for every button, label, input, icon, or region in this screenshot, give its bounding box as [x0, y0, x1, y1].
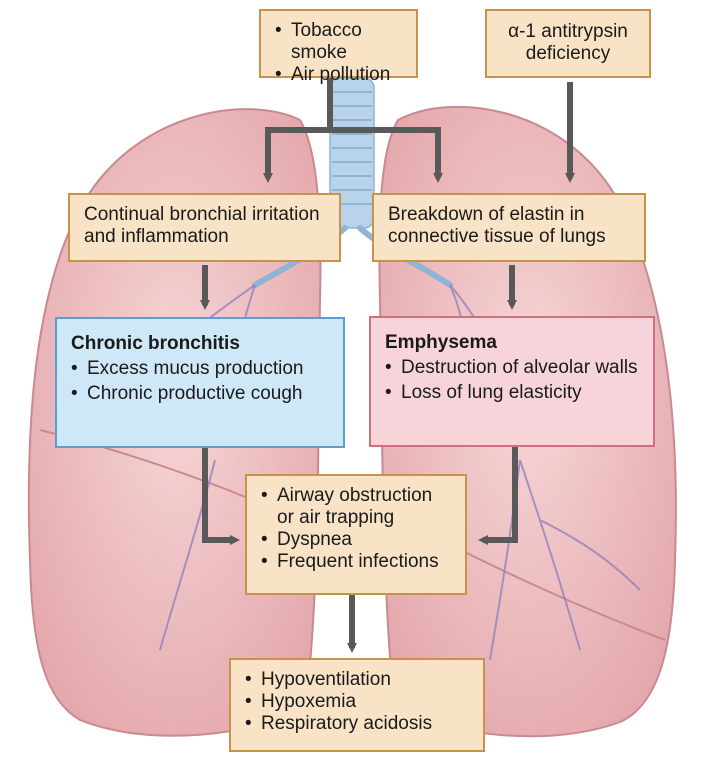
disease-box-chronic-bronchitis: Chronic bronchitis Excess mucus producti…	[55, 317, 345, 448]
cause-box-genetic: α-1 antitrypsin deficiency	[485, 9, 651, 78]
bronchitis-symptom: Chronic productive cough	[71, 383, 329, 405]
effect-item: Dyspnea	[261, 529, 451, 551]
cause-list: Tobacco smoke Air pollution	[275, 20, 402, 86]
effect-item: Airway obstruction or air trapping	[261, 485, 451, 529]
outcomes-list: Hypoventilation Hypoxemia Respiratory ac…	[245, 669, 469, 735]
mechanism-bronchial-label: Continual bronchial irritation and infla…	[84, 204, 320, 247]
bronchitis-symptoms: Excess mucus production Chronic producti…	[71, 358, 329, 405]
effect-item: Frequent infections	[261, 551, 451, 573]
outcome-item: Respiratory acidosis	[245, 713, 469, 735]
outcome-item: Hypoventilation	[245, 669, 469, 691]
cause-box-environmental: Tobacco smoke Air pollution	[259, 9, 418, 78]
mechanism-elastin-label: Breakdown of elastin in connective tissu…	[388, 204, 606, 247]
bronchitis-title: Chronic bronchitis	[71, 333, 329, 355]
genetic-cause-label: α-1 antitrypsin deficiency	[508, 21, 628, 64]
emphysema-symptom: Loss of lung elasticity	[385, 382, 639, 404]
effects-list: Airway obstruction or air trapping Dyspn…	[261, 485, 451, 573]
emphysema-title: Emphysema	[385, 332, 639, 354]
emphysema-symptoms: Destruction of alveolar walls Loss of lu…	[385, 357, 639, 404]
outcome-item: Hypoxemia	[245, 691, 469, 713]
mechanism-box-elastin: Breakdown of elastin in connective tissu…	[372, 193, 646, 262]
mechanism-box-bronchial: Continual bronchial irritation and infla…	[68, 193, 341, 262]
effects-box: Airway obstruction or air trapping Dyspn…	[245, 474, 467, 595]
bronchitis-symptom: Excess mucus production	[71, 358, 329, 380]
cause-item: Tobacco smoke	[275, 20, 402, 64]
emphysema-symptom: Destruction of alveolar walls	[385, 357, 639, 379]
outcomes-box: Hypoventilation Hypoxemia Respiratory ac…	[229, 658, 485, 752]
cause-item: Air pollution	[275, 64, 402, 86]
disease-box-emphysema: Emphysema Destruction of alveolar walls …	[369, 316, 655, 447]
